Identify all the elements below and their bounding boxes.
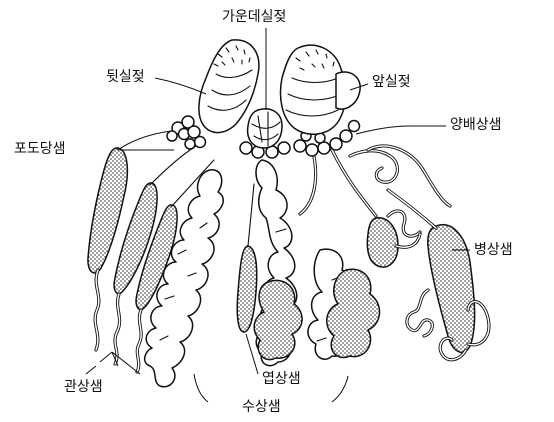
label-piriform-gland: 양배상샘 (450, 118, 502, 132)
leader-tubuliform (86, 352, 140, 374)
ampullate-ducts (300, 146, 450, 216)
label-posterior-spinneret: 뒷실젖 (106, 70, 145, 84)
label-tubuliform-gland: 관상샘 (64, 380, 103, 394)
anterior-spinneret-shape (281, 45, 361, 134)
label-middle-silk-gland: 가운데실젖 (222, 10, 286, 24)
leader-posterior-spinneret (155, 78, 206, 94)
label-aggregate-gland: 수상샘 (242, 400, 281, 414)
middle-spinneret-shape (248, 109, 282, 148)
leader-piriform (356, 126, 446, 134)
label-anterior-spinneret: 앞실젖 (372, 75, 411, 89)
label-aciniform-gland: 포도당샘 (14, 142, 66, 156)
label-ampullate-gland: 병상샘 (474, 243, 513, 257)
label-lobed-gland: 엽상샘 (262, 372, 301, 386)
